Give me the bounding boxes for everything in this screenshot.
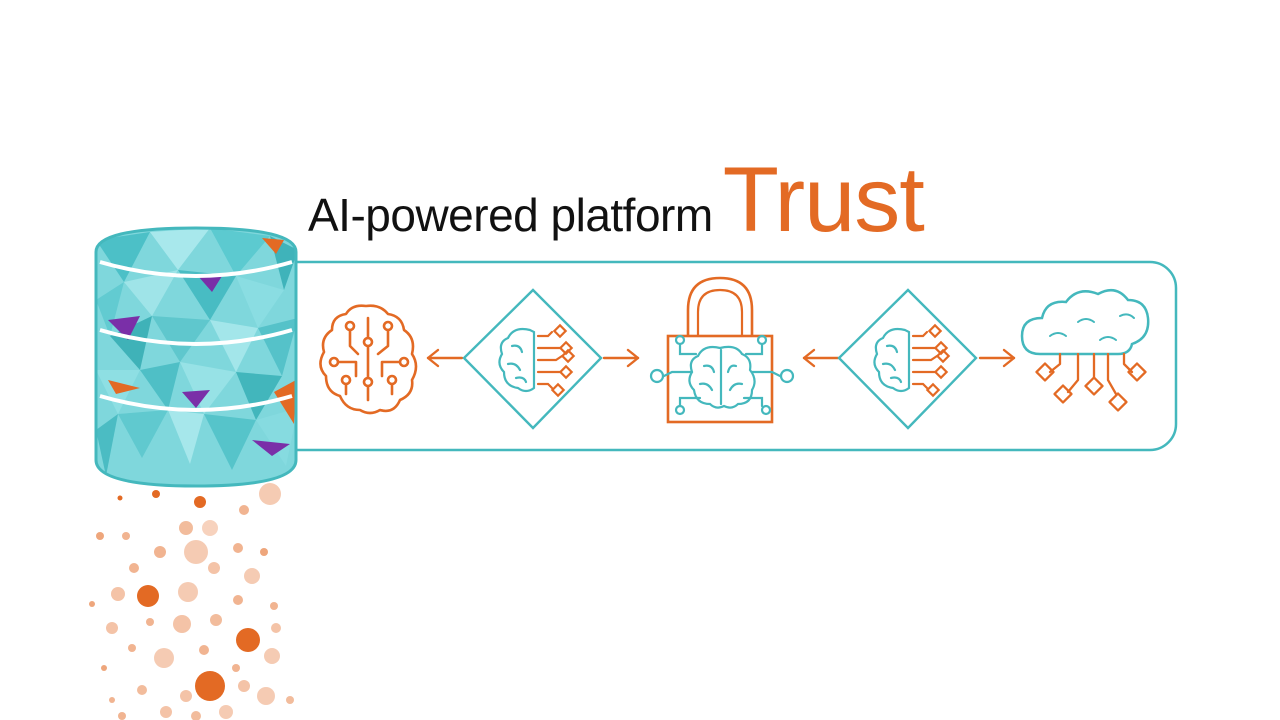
database-icon	[94, 226, 298, 488]
arrow-left-1	[426, 348, 464, 368]
cloud-network-icon	[1020, 288, 1150, 412]
headline-accent: Trust	[722, 149, 925, 251]
arrow-right-2	[978, 348, 1016, 368]
circuit-brain-icon	[319, 304, 418, 415]
arrow-right-1	[602, 348, 640, 368]
padlock-brain-icon	[649, 276, 795, 424]
arrow-left-2	[802, 348, 840, 368]
headline-title: AI-powered platform	[308, 189, 713, 241]
diamond-brain-icon-2	[837, 288, 978, 430]
headline: AI-powered platform Trust	[308, 148, 925, 258]
diamond-brain-icon	[462, 288, 603, 430]
particle-cloud	[89, 483, 294, 720]
